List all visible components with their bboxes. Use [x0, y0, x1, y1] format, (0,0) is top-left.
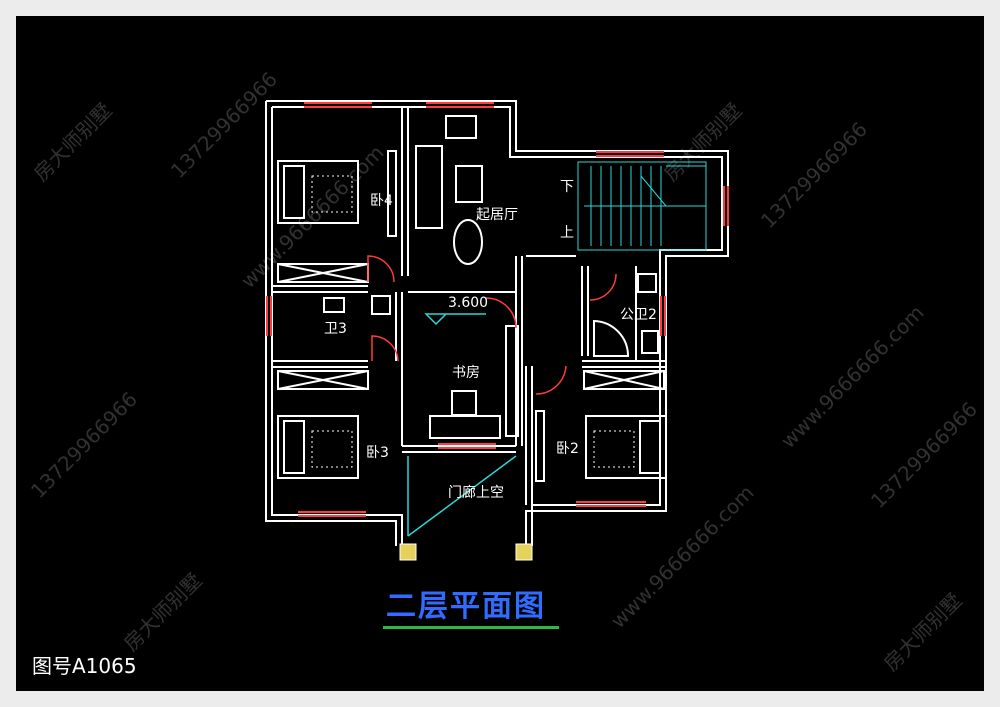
stair-arrow	[584, 175, 668, 207]
window	[660, 296, 666, 336]
staircase	[577, 161, 707, 251]
label-bath2: 公卫2	[620, 307, 657, 323]
window	[304, 102, 372, 108]
rug	[453, 219, 483, 265]
windows	[266, 102, 729, 517]
cad-canvas: 房大师别墅 13729966966 www.9666666.com 房大师别墅 …	[16, 16, 984, 691]
label-bedroom2: 卧2	[556, 441, 579, 457]
sink	[637, 273, 657, 293]
toilet	[323, 297, 345, 313]
exterior-wall	[266, 100, 729, 546]
door-living	[485, 297, 517, 329]
label-level: 3.600	[448, 295, 489, 311]
label-bath3: 卫3	[324, 321, 347, 337]
sofa	[415, 145, 443, 229]
wardrobe	[583, 370, 665, 390]
bed	[277, 415, 359, 479]
window	[438, 443, 496, 449]
exterior-wall	[272, 106, 723, 546]
wardrobe	[583, 370, 665, 390]
stair-landing	[666, 165, 706, 207]
bookshelf	[505, 325, 519, 437]
floor-plan	[265, 100, 729, 561]
bed	[585, 415, 667, 479]
bed	[277, 160, 359, 224]
wardrobe	[277, 263, 369, 283]
door-bath2	[589, 273, 617, 301]
void-line	[407, 455, 517, 537]
label-living: 起居厅	[476, 207, 518, 223]
bed	[283, 165, 305, 219]
door-bath3	[371, 335, 399, 362]
label-stair-up: 上	[560, 225, 574, 241]
sink	[371, 295, 391, 315]
bed	[639, 420, 661, 474]
coffee-table	[455, 165, 483, 203]
armchair	[445, 115, 477, 139]
door-bedroom4	[367, 255, 395, 283]
label-porch: 门廊上空	[448, 485, 504, 501]
wardrobe	[277, 370, 369, 390]
porch-void	[407, 455, 517, 537]
window	[723, 186, 729, 226]
column	[515, 543, 533, 561]
desk	[429, 415, 501, 439]
window	[426, 102, 494, 108]
wardrobe	[277, 370, 369, 390]
door-bedroom2	[535, 365, 567, 395]
bed	[283, 420, 305, 474]
chair	[451, 390, 477, 416]
label-stair-down: 下	[560, 179, 574, 195]
column	[399, 543, 417, 561]
plan-title: 二层平面图	[386, 589, 546, 624]
level-mark	[424, 313, 486, 326]
label-bedroom3: 卧3	[366, 445, 389, 461]
label-bedroom4: 卧4	[370, 193, 393, 209]
tv-cabinet	[535, 410, 545, 482]
bed-pattern	[311, 175, 635, 468]
window	[596, 151, 664, 157]
window	[298, 511, 366, 517]
doors	[367, 255, 617, 395]
columns	[399, 543, 533, 561]
drawing-number: 图号A1065	[32, 654, 137, 678]
tv-cabinet	[387, 150, 397, 237]
title-underline	[383, 626, 559, 629]
window	[576, 501, 646, 507]
shower	[593, 319, 630, 357]
window	[266, 296, 272, 336]
toilet	[641, 330, 659, 354]
label-study: 书房	[452, 365, 480, 381]
